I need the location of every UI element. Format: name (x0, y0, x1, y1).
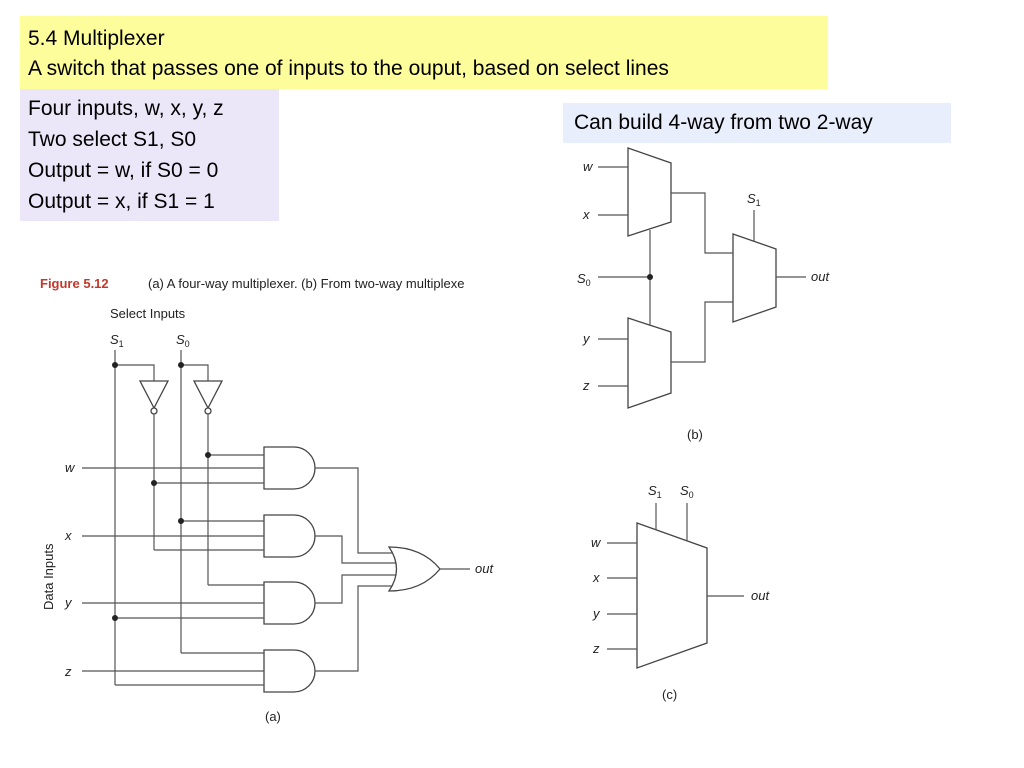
input-w-label: w (65, 460, 76, 475)
c-s1-label: S1 (648, 483, 662, 500)
description-line: Four inputs, w, x, y, z (28, 97, 224, 120)
and-gate-y (263, 581, 316, 625)
c-input-z: z (592, 641, 600, 656)
mux-2way-final (732, 233, 777, 323)
mux-block-c: S1 S0 w x y z out (c) (591, 483, 770, 702)
description-box: Four inputs, w, x, y, z Two select S1, S… (20, 89, 279, 221)
input-y-label: y (64, 595, 73, 610)
data-inputs-label: Data Inputs (41, 543, 56, 610)
figure-number: Figure 5.12 (40, 276, 109, 291)
mux-4way-block (636, 522, 708, 669)
s1-label: S1 (110, 332, 124, 349)
description-line: Output = w, if S0 = 0 (28, 159, 219, 182)
select-inputs-label: Select Inputs (110, 306, 186, 321)
mux-tree-b: w x y z S0 S1 out (b) (577, 147, 830, 442)
description-line: Output = x, if S1 = 1 (28, 190, 215, 213)
b-s1-label: S1 (747, 191, 761, 208)
figure-caption: Figure 5.12 (a) A four-way multiplexer. … (40, 276, 464, 291)
and-gate-w (263, 446, 316, 490)
slide-subtitle: A switch that passes one of inputs to th… (28, 57, 669, 80)
inverter-s0 (192, 380, 224, 410)
mux-2way-bottom (627, 317, 672, 409)
c-output-label: out (751, 588, 770, 603)
callout-text: Can build 4-way from two 2-way (574, 111, 873, 134)
description-line: Two select S1, S0 (28, 128, 197, 151)
mux-gate-level-a: Select Inputs S1 S0 Data Inputs w x y z (41, 306, 494, 724)
s0-label: S0 (176, 332, 190, 349)
slide-title: 5.4 Multiplexer (28, 27, 165, 50)
part-a-label: (a) (265, 709, 281, 724)
mux-2way-top (627, 147, 672, 237)
b-output-label: out (811, 269, 830, 284)
part-b-label: (b) (687, 427, 703, 442)
c-input-x: x (592, 570, 600, 585)
figure-caption-text: (a) A four-way multiplexer. (b) From two… (148, 276, 464, 291)
slide-title-box: 5.4 Multiplexer A switch that passes one… (20, 16, 828, 89)
b-input-y: y (582, 331, 591, 346)
or-gate (387, 546, 441, 592)
input-z-label: z (64, 664, 72, 679)
and-gate-z (263, 649, 316, 693)
output-label: out (475, 561, 494, 576)
c-input-y: y (592, 606, 601, 621)
inverter-s1 (138, 380, 170, 410)
b-s0-label: S0 (577, 271, 591, 288)
b-input-x: x (582, 207, 590, 222)
callout-box: Can build 4-way from two 2-way (563, 103, 951, 143)
c-input-w: w (591, 535, 602, 550)
b-input-z: z (582, 378, 590, 393)
input-x-label: x (64, 528, 72, 543)
and-gate-x (263, 514, 316, 558)
part-c-label: (c) (662, 687, 677, 702)
c-s0-label: S0 (680, 483, 694, 500)
b-input-w: w (583, 159, 594, 174)
